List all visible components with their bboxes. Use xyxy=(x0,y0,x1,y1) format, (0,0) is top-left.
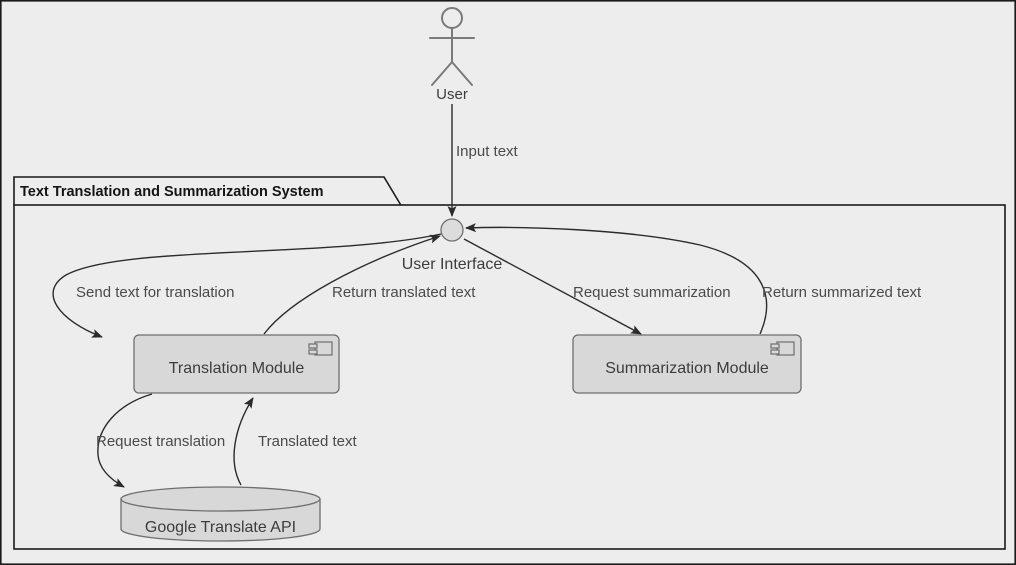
edge-request-summarization: Request summarization xyxy=(463,238,731,335)
component-summarization-module[interactable]: Summarization Module xyxy=(572,334,802,394)
frame-tab-outline xyxy=(13,176,402,206)
edge-line xyxy=(463,238,642,335)
edge-return-translated-text: Return translated text xyxy=(263,234,476,335)
actor-label: User xyxy=(436,86,468,103)
edge-send-text-for-translation: Send text for translation xyxy=(52,233,442,338)
edge-line xyxy=(465,223,768,335)
actor-user[interactable]: User xyxy=(429,7,475,103)
edge-label: Return translated text xyxy=(332,284,476,301)
actor-left-leg-line xyxy=(431,61,453,86)
component-label: Summarization Module xyxy=(605,360,769,377)
edge-line xyxy=(97,393,153,488)
component-icon xyxy=(308,341,333,356)
component-icon xyxy=(770,341,795,356)
interface-user-interface[interactable]: User Interface xyxy=(402,218,503,273)
edge-label: Request summarization xyxy=(573,284,731,301)
edge-line xyxy=(52,233,442,338)
edge-line xyxy=(233,397,254,486)
database-label: Google Translate API xyxy=(145,519,296,536)
edge-label: Return summarized text xyxy=(762,284,922,301)
system-frame: Text Translation and Summarization Syste… xyxy=(13,176,1006,550)
edge-label: Input text xyxy=(456,143,519,160)
component-box xyxy=(133,334,340,394)
edge-return-summarized-text: Return summarized text xyxy=(465,223,922,335)
component-label: Translation Module xyxy=(169,360,305,377)
edge-translated-text: Translated text xyxy=(233,397,357,486)
edge-request-translation: Request translation xyxy=(96,393,225,488)
frame-title-label: Text Translation and Summarization Syste… xyxy=(20,184,324,200)
edge-input-text: Input text xyxy=(447,104,519,217)
component-box xyxy=(572,334,802,394)
interface-ball-icon xyxy=(440,218,464,242)
component-layer: Translation Module Summarization Module xyxy=(133,334,802,394)
interface-label: User Interface xyxy=(402,256,503,273)
edge-label: Translated text xyxy=(258,433,357,450)
edge-label: Send text for translation xyxy=(76,284,234,301)
frame-body-outline xyxy=(13,204,1006,550)
database-top-ellipse xyxy=(120,486,321,512)
actor-right-leg-line xyxy=(451,61,473,86)
component-translation-module[interactable]: Translation Module xyxy=(133,334,340,394)
edge-label: Request translation xyxy=(96,433,225,450)
database-google-translate-api[interactable]: Google Translate API xyxy=(120,486,321,542)
edge-line xyxy=(263,234,441,335)
